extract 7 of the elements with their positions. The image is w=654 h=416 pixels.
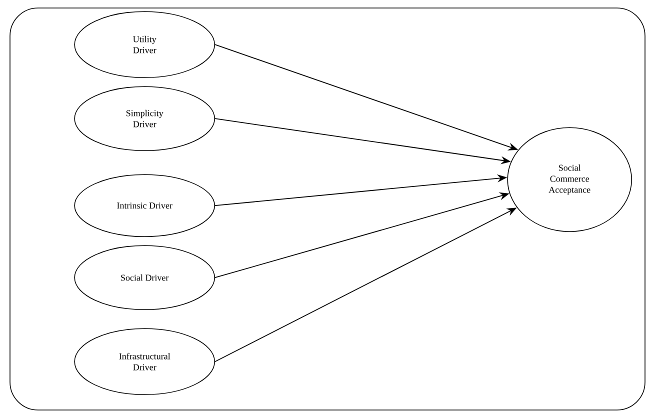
- ellipse-node: Simplicity Driver: [74, 86, 215, 151]
- ellipse-node: Social Commerce Acceptance: [507, 127, 632, 232]
- frame-box: [10, 8, 646, 410]
- ellipse-node: Utility Driver: [74, 11, 215, 78]
- ellipse-node: Intrinsic Driver: [74, 174, 215, 237]
- ellipse-node: Infrastructural Driver: [74, 328, 215, 395]
- ellipse-node: Social Driver: [74, 245, 215, 310]
